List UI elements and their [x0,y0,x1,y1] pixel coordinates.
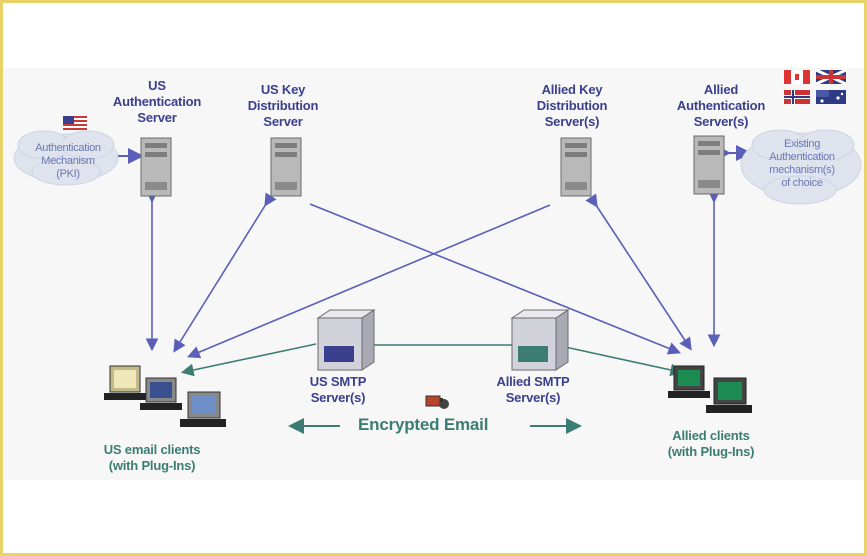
allied-smtp-server-icon [510,309,570,371]
arrow-us-smtp-us-clients [180,343,317,377]
australia-flag-icon [816,90,846,104]
allied-key-server-label: Allied Key Distribution Server(s) [536,82,608,129]
allied-clients-label: Allied clients (with Plug-Ins) [667,428,755,459]
us-auth-server-icon [140,137,172,197]
allied-smtp-label: Allied SMTP Server(s) [496,374,570,405]
us-mechanism-text: Authentication Mechanism (PKI) [35,142,101,180]
us-key-server-label: US Key Distribution Server [247,82,319,129]
arrow-allied-key-us-clients [187,204,551,359]
us-key-server-icon [270,137,302,197]
canada-flag-icon [784,70,810,84]
us-clients-label: US email clients (with Plug-Ins) [103,442,201,473]
us-smtp-server-icon [316,309,376,371]
allied-mechanism-text: Existing Authentication mechanism(s) of … [769,138,835,189]
allied-auth-server-icon [693,135,725,195]
arrow-allied-smtp-allied-clients [555,344,684,377]
arrow-us-key-clients [173,192,277,353]
allied-key-server-icon [560,137,592,197]
encrypted-email-label: Encrypted Email [358,415,489,434]
uk-flag-icon [815,68,847,86]
allied-client-computer-icon [706,377,752,413]
norway-flag-icon [784,90,810,104]
arrow-allied-key-allied-clients [585,193,692,351]
us-mechanism-cloud [13,130,119,186]
allied-mechanism-cloud [740,129,862,205]
us-client-computer-icon [180,391,226,427]
us-smtp-label: US SMTP Server(s) [309,374,367,405]
us-flag-icon [63,116,87,130]
us-auth-server-label: US Authentication Server [112,78,202,125]
allied-auth-server-label: Allied Authentication Server(s) [676,82,766,129]
allied-client-computer-icon [668,365,710,398]
us-client-computer-icon [140,377,182,410]
us-client-computer-icon [104,365,146,400]
